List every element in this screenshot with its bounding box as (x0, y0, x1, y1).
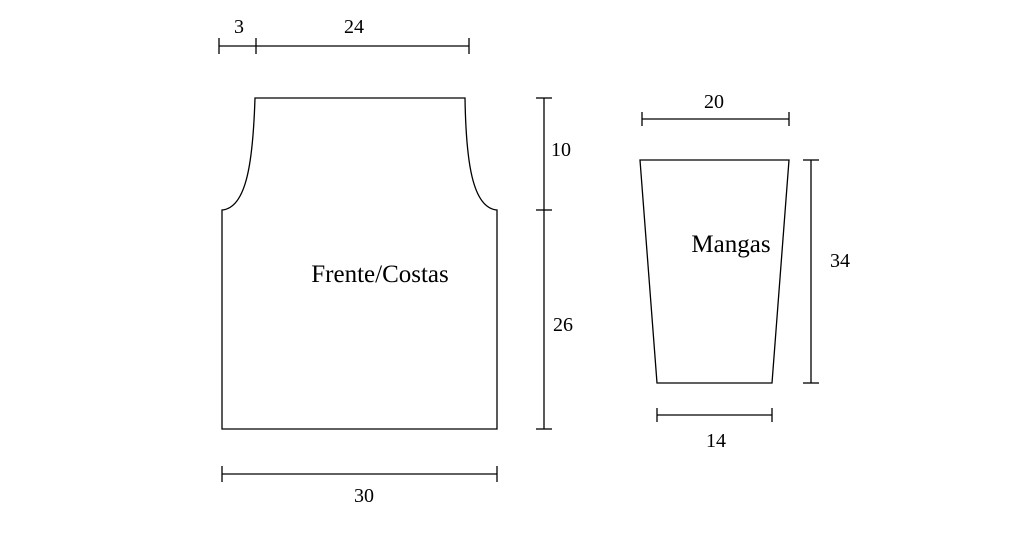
body-piece: Frente/Costas (221, 97, 498, 430)
sleeve-outline (639, 159, 790, 384)
body-width-label: 30 (354, 485, 374, 507)
dimension-sleeve-bottom: 14 (656, 408, 773, 452)
dimension-body-height: 10 26 (536, 97, 573, 430)
shoulder-offset-label: 3 (234, 16, 244, 38)
sleeve-piece: Mangas (639, 159, 790, 384)
body-height-label: 26 (553, 314, 573, 336)
dimension-bottom: 30 (221, 466, 498, 507)
dimension-sleeve-length: 34 (803, 159, 850, 384)
body-outline (221, 97, 498, 430)
sleeve-top-width-label: 20 (704, 91, 724, 113)
body-piece-label: Frente/Costas (311, 261, 449, 288)
dimension-sleeve-top: 20 (641, 91, 790, 126)
dimension-top: 3 24 (218, 16, 470, 54)
sleeve-bottom-width-label: 14 (706, 430, 726, 452)
sleeve-piece-label: Mangas (691, 231, 770, 258)
armhole-height-label: 10 (551, 139, 571, 161)
sleeve-length-label: 34 (830, 250, 850, 272)
neck-width-label: 24 (344, 16, 364, 38)
